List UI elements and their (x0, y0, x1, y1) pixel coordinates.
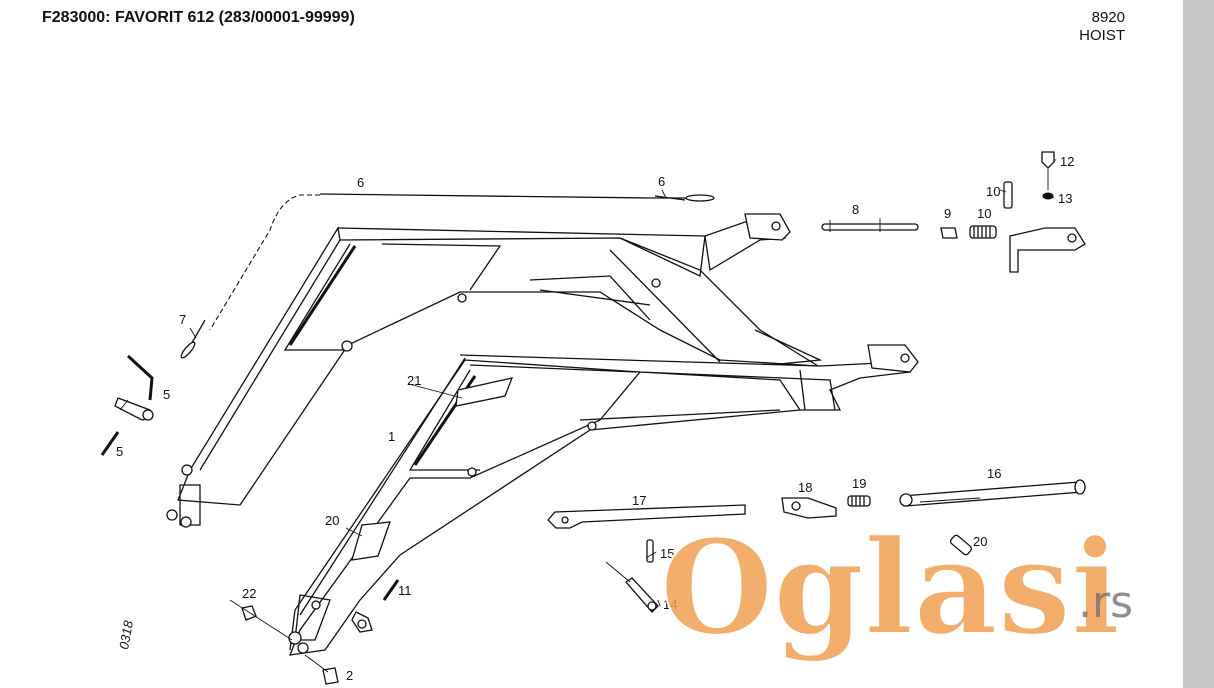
hoist-frame-rear (166, 213, 823, 528)
callout-12: 13 (1058, 191, 1072, 206)
upper-right-parts (821, 151, 1086, 273)
callout-leaders (189, 159, 1056, 607)
window-right-gutter (1183, 0, 1214, 688)
callout-4: 5 (116, 444, 123, 459)
callout-1: 1 (388, 429, 395, 444)
callout-16: 17 (632, 493, 646, 508)
release-cable (180, 193, 715, 359)
callout-8: 9 (944, 206, 951, 221)
callout-19: 20 (973, 534, 987, 549)
watermark-tld: .rs (1078, 577, 1133, 628)
drawing-code: 0318 (116, 619, 136, 651)
lower-left-parts (229, 579, 400, 685)
hoist-frame-front (288, 344, 919, 656)
callout-20: 20 (325, 513, 339, 528)
callout-21: 21 (407, 373, 421, 388)
callout-15: 16 (987, 466, 1001, 481)
callout-17: 18 (798, 480, 812, 495)
callout-labels: 6 6 7 5 5 8 9 10 10 12 13 21 1 20 22 11 … (116, 154, 1074, 683)
callout-6-top: 6 (658, 174, 665, 189)
lever-part (100, 354, 154, 456)
exploded-parts-diagram: 6 6 7 5 5 8 9 10 10 12 13 21 1 20 22 11 … (100, 151, 1086, 685)
callout-2: 2 (346, 668, 353, 683)
callout-6-left: 7 (179, 312, 186, 327)
callout-9: 10 (977, 206, 991, 221)
page-title: F283000: FAVORIT 612 (283/00001-99999) (42, 9, 355, 26)
oglasi-watermark: Oglasi .rs (660, 510, 1133, 665)
callout-11: 12 (1060, 154, 1074, 169)
callout-14: 15 (660, 546, 674, 561)
plate-20 (351, 521, 391, 561)
section-name: HOIST (1079, 27, 1125, 44)
callout-10-bottom: 11 (398, 583, 412, 598)
plate-21 (455, 377, 514, 407)
page-code-block: 8920 HOIST (1079, 9, 1125, 45)
callout-22: 22 (242, 586, 256, 601)
callout-3: 5 (163, 387, 170, 402)
callout-18: 19 (852, 476, 866, 491)
callout-5: 6 (357, 175, 364, 190)
parts-sheet: F283000: FAVORIT 612 (283/00001-99999) 8… (42, 9, 1133, 685)
watermark-brand: Oglasi (660, 511, 1120, 664)
callout-10-top: 10 (986, 184, 1000, 199)
page-number: 8920 (1091, 9, 1125, 26)
callout-13: 14 (663, 597, 677, 612)
callout-7: 8 (852, 202, 859, 217)
